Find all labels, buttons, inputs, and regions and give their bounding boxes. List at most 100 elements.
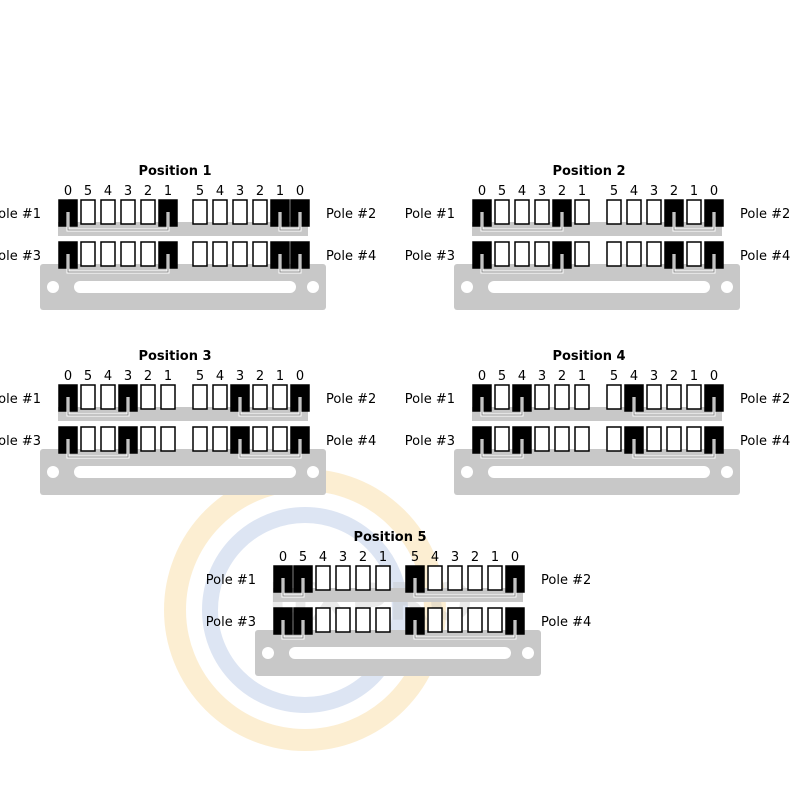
contact-inactive	[140, 384, 156, 410]
contact-inactive	[514, 241, 530, 267]
position-title: Position 3	[138, 349, 211, 364]
contact-inactive	[100, 384, 116, 410]
mounting-hole-right	[522, 647, 534, 659]
contact-inactive	[120, 241, 136, 267]
contact-inactive	[100, 241, 116, 267]
contact-inactive	[272, 426, 288, 452]
contact-inactive	[315, 565, 331, 591]
jumper-connection	[481, 397, 523, 416]
contact-inactive	[315, 607, 331, 633]
terminal-number: 5	[84, 184, 92, 199]
jumper-connection	[67, 397, 129, 416]
pole-label: Pole #3	[405, 249, 455, 264]
mounting-hole-left	[461, 466, 473, 478]
contact-inactive	[606, 199, 622, 225]
contact-inactive	[626, 199, 642, 225]
terminal-number: 0	[710, 184, 718, 199]
contact-inactive	[494, 384, 510, 410]
jumper-connection	[481, 439, 523, 458]
contact-inactive	[487, 607, 503, 633]
pole-label: Pole #4	[326, 249, 376, 264]
contact-inactive	[140, 241, 156, 267]
terminal-number: 5	[498, 184, 506, 199]
contact-inactive	[646, 241, 662, 267]
contact-inactive	[447, 565, 463, 591]
terminal-number: 3	[236, 369, 244, 384]
pole-label: Pole #2	[740, 207, 790, 222]
jumper-connection	[481, 212, 563, 231]
terminal-number: 4	[630, 369, 638, 384]
contact-inactive	[375, 607, 391, 633]
contact-inactive	[606, 384, 622, 410]
terminal-number: 2	[256, 369, 264, 384]
contact-inactive	[666, 384, 682, 410]
jumper-connection	[239, 397, 301, 416]
jumper-connection	[633, 397, 715, 416]
jumper-connection	[414, 620, 516, 639]
contact-inactive	[212, 241, 228, 267]
contact-inactive	[252, 241, 268, 267]
pole-label: Pole #3	[206, 615, 256, 630]
terminal-number: 5	[498, 369, 506, 384]
terminal-number: 0	[511, 550, 519, 565]
jumper-connection	[239, 439, 301, 458]
terminal-number: 3	[236, 184, 244, 199]
jumper-connection	[279, 212, 301, 231]
mounting-hole-right	[307, 281, 319, 293]
contact-inactive	[192, 426, 208, 452]
contact-inactive	[212, 426, 228, 452]
pole-label: Pole #2	[326, 392, 376, 407]
jumper-connection	[282, 578, 304, 597]
terminal-number: 1	[690, 184, 698, 199]
terminal-number: 1	[164, 369, 172, 384]
pole-label: Pole #4	[326, 434, 376, 449]
jumper-connection	[414, 578, 516, 597]
terminal-number: 4	[104, 184, 112, 199]
plate-band	[273, 588, 523, 602]
terminal-number: 3	[124, 184, 132, 199]
plate-slot	[74, 281, 296, 293]
jumper-connection	[67, 212, 169, 231]
contact-inactive	[140, 199, 156, 225]
terminal-number: 2	[670, 369, 678, 384]
mounting-hole-right	[721, 466, 733, 478]
terminal-number: 3	[339, 550, 347, 565]
contact-inactive	[686, 199, 702, 225]
pole-label: Pole #1	[206, 573, 256, 588]
terminal-number: 2	[144, 184, 152, 199]
terminal-number: 0	[296, 184, 304, 199]
contact-inactive	[120, 199, 136, 225]
terminal-number: 1	[690, 369, 698, 384]
pole-label: Pole #1	[0, 392, 41, 407]
contact-inactive	[646, 426, 662, 452]
contact-inactive	[534, 199, 550, 225]
pole-label: Pole #2	[541, 573, 591, 588]
terminal-number: 1	[379, 550, 387, 565]
terminal-number: 4	[216, 369, 224, 384]
contact-inactive	[80, 384, 96, 410]
terminal-number: 5	[196, 184, 204, 199]
plate-band	[58, 222, 308, 236]
contact-inactive	[160, 384, 176, 410]
contact-inactive	[606, 426, 622, 452]
plate-band	[472, 407, 722, 421]
terminal-number: 2	[359, 550, 367, 565]
terminal-number: 2	[558, 184, 566, 199]
jumper-connection	[279, 254, 301, 273]
watermark-ring-inner	[202, 507, 408, 713]
terminal-number: 0	[64, 369, 72, 384]
contact-inactive	[494, 426, 510, 452]
terminal-number: 1	[578, 184, 586, 199]
jumper-connection	[282, 620, 304, 639]
mounting-hole-left	[461, 281, 473, 293]
terminal-number: 5	[196, 369, 204, 384]
contact-inactive	[686, 426, 702, 452]
pole-label: Pole #3	[405, 434, 455, 449]
contact-inactive	[487, 565, 503, 591]
terminal-number: 3	[538, 369, 546, 384]
jumper-connection	[67, 254, 169, 273]
